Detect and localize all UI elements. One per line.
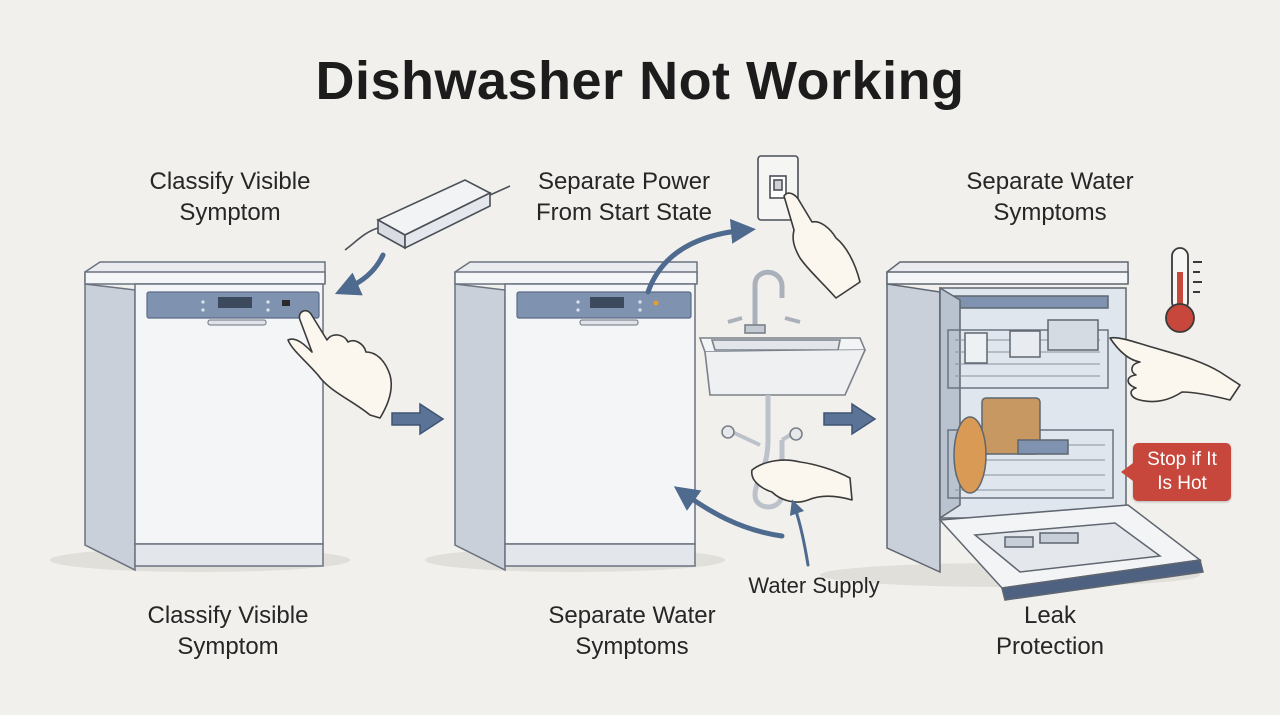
dishwasher-2 — [454, 261, 698, 572]
hand-icon — [1109, 336, 1241, 403]
arrow-icon — [334, 218, 810, 567]
dishwasher-3-open — [886, 261, 1204, 601]
faucet-icon — [698, 269, 867, 510]
hand-icon — [750, 459, 853, 503]
thermometer-icon — [1165, 247, 1202, 333]
page-title: Dishwasher Not Working — [315, 51, 965, 111]
hand-icon — [287, 309, 393, 419]
water-supply-callout: Water Supply — [748, 573, 880, 598]
dishwasher-1 — [84, 261, 326, 572]
hand-icon — [783, 192, 861, 299]
power-adapter-icon — [344, 179, 511, 251]
arrow-icon — [391, 402, 877, 436]
